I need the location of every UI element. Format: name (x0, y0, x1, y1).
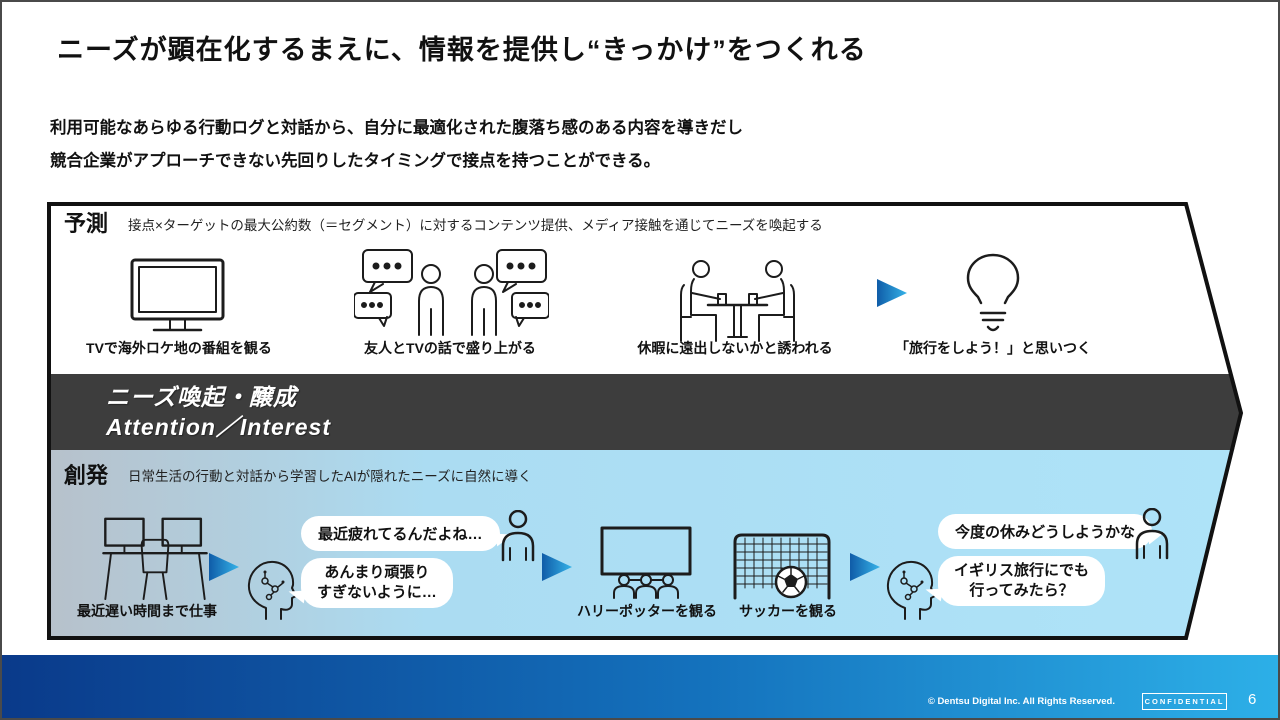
emergence-section-label: 創発 (64, 463, 109, 488)
page-number: 6 (1248, 691, 1257, 708)
band-title-en: Attention／Interest (106, 414, 331, 440)
tv-icon (130, 258, 225, 332)
soccer-goal-icon (733, 533, 831, 600)
slide-subtitle: 利用可能なあらゆる行動ログと対話から、自分に最適化された腹落ち感のある内容を導き… (50, 112, 743, 178)
flow-arrow-icon (209, 553, 239, 581)
flow-arrow-icon (850, 553, 880, 581)
prediction-section-description: 接点×ターゲットの最大公約数（＝セグメント）に対するコンテンツ提供、メディア接触… (128, 218, 823, 233)
flow-arrow-icon (877, 279, 907, 307)
copyright-text: © Dentsu Digital Inc. All Rights Reserve… (927, 696, 1115, 707)
cinema-icon (600, 526, 692, 599)
person-icon (501, 510, 535, 562)
bubble-trip-line-2: 行ってみたら？ (969, 582, 1074, 599)
watch-soccer-label: サッカーを観る (739, 603, 837, 619)
speech-bubble-advice: あんまり頑張り すぎないように… (301, 558, 453, 608)
ai-head-icon (247, 560, 297, 620)
desk-work-icon (102, 517, 208, 601)
lightbulb-icon (966, 253, 1020, 332)
prediction-section-label: 予測 (64, 211, 109, 236)
confidential-badge: CONFIDENTIAL (1142, 693, 1227, 710)
ai-head-icon (886, 560, 936, 620)
person-icon (1135, 508, 1169, 560)
step-label-tv: TVで海外ロケ地の番組を観る (86, 340, 272, 356)
flow-arrow-icon (542, 553, 572, 581)
work-label: 最近遅い時間まで仕事 (77, 603, 217, 619)
page-title: ニーズが顕在化するまえに、情報を提供し“きっかけ”をつくれる (57, 35, 867, 65)
people-chat-icon (354, 249, 549, 336)
step-label-idea: 「旅行をしよう！」と思いつく (895, 340, 1091, 356)
table-talk-icon (680, 260, 795, 342)
subtitle-line-2: 競合企業がアプローチできない先回りしたタイミングで接点を持つことができる。 (50, 152, 661, 170)
watch-movie-label: ハリーポッターを観る (577, 603, 717, 619)
speech-bubble-holiday: 今度の休みどうしようかな (938, 514, 1153, 549)
step-label-invite: 休暇に遠出しないかと誘われる (637, 340, 833, 356)
bubble-trip-line-1: イギリス旅行にでも (954, 562, 1090, 579)
speech-bubble-tired: 最近疲れてるんだよね… (301, 516, 500, 551)
band-title-jp: ニーズ喚起・醸成 (106, 384, 297, 410)
subtitle-line-1: 利用可能なあらゆる行動ログと対話から、自分に最適化された腹落ち感のある内容を導き… (50, 119, 743, 137)
footer-bar: © Dentsu Digital Inc. All Rights Reserve… (2, 655, 1278, 718)
bubble-advice-line-2: すぎないように… (317, 584, 437, 601)
step-label-friends: 友人とTVの話で盛り上がる (364, 340, 536, 356)
bubble-advice-line-1: あんまり頑張り (324, 564, 430, 581)
emergence-section-description: 日常生活の行動と対話から学習したAIが隠れたニーズに自然に導く (128, 469, 532, 484)
speech-bubble-trip: イギリス旅行にでも 行ってみたら？ (938, 556, 1106, 606)
